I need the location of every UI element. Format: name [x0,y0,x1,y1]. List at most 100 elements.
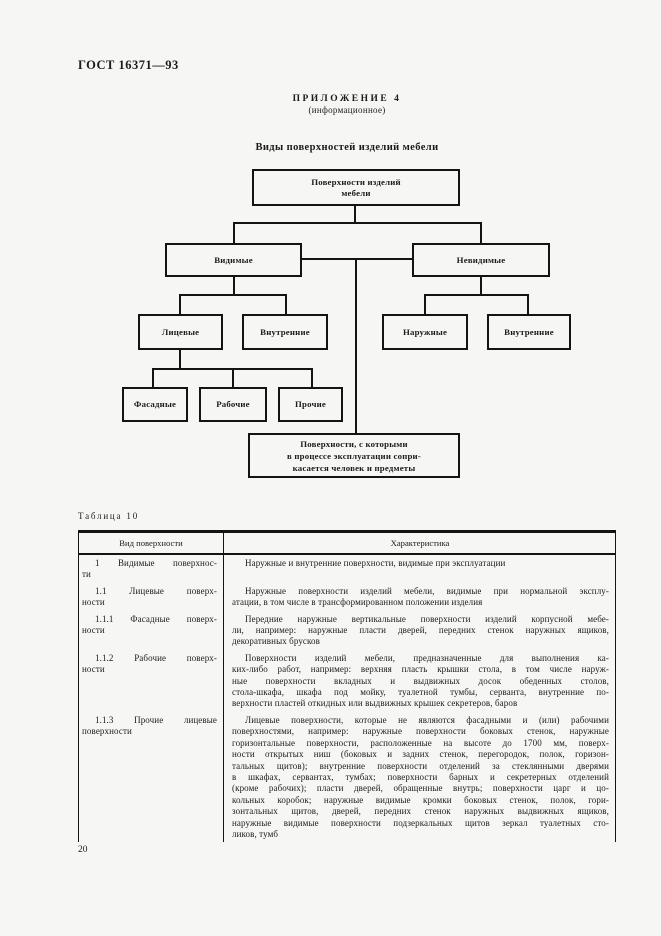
text-line: 1.1 Лицевые поверх- [95,585,217,596]
text-line: верхности пластей откидных или выдвижных… [232,698,518,709]
diagram-box-outer-invisible: Наружные [382,314,468,350]
text-line: 1.1.2 Рабочие поверх- [95,652,217,663]
table-column-divider [223,530,225,842]
connector-line [311,368,313,387]
connector-line [301,258,413,260]
connector-line [527,294,529,314]
text-line: поверхности [82,726,132,737]
text-line: ли, например: наружные пласти дверей, пе… [232,625,609,636]
table-row: 1.1.1 Фасадные поверх-ности Передние нару… [78,614,616,648]
table-label: Таблица 10 [78,511,139,521]
surface-type-cell: 1.1.2 Рабочие поверх-ности [78,653,223,710]
connector-line [354,206,356,224]
connector-line [179,349,181,369]
annex-heading: ПРИЛОЖЕНИЕ 4 (информационное) [40,94,654,115]
table-row: 1.1 Лицевые поверх-ности Наружные поверхн… [78,586,616,609]
text-line: декоративных брусков [232,636,320,647]
diagram-box-face: Лицевые [138,314,223,350]
text-line: Поверхности изделий мебели, предназначен… [245,652,609,663]
characteristic-cell: Лицевые поверхности, которые не являются… [223,715,616,840]
text-line: горизонтальные поверхности, расположенны… [232,737,609,748]
annex-subtitle: (информационное) [308,105,386,115]
text-line: Наружные поверхности изделий мебели, вид… [245,585,609,596]
diagram-box-inner-invisible: Внутренние [487,314,571,350]
column-header-characteristic: Характеристика [390,537,450,548]
table-border-left [78,530,80,842]
text-line: кольных коробок; наружные видимые кромки… [232,794,609,805]
text-line: поверхностями, например: наружные поверх… [232,726,609,737]
diagram-box-visible: Видимые [165,243,302,277]
text-line: 1.1.1 Фасадные поверх- [95,613,217,624]
diagram-box-facade: Фасадные [122,387,188,422]
text-line: Передние наружные вертикальные поверхнос… [245,613,609,624]
text-line: ти [82,569,91,580]
diagram-box-contact: Поверхности, с которыми в процессе экспл… [248,433,460,478]
text-line: зонтальных щитов, дверей, передних стено… [232,806,609,817]
text-line: в шкафах, сервантах, тумбах; поверхности… [232,771,609,782]
diagram-title: Виды поверхностей изделий мебели [255,142,439,153]
text-line: Лицевые поверхности, которые не являются… [245,714,609,725]
standard-number: ГОСТ 16371—93 [78,58,179,72]
diagram-box-label: Поверхности изделий мебели [311,176,401,198]
connector-line [152,368,154,387]
surface-type-cell: 1 Видимые поверхнос-ти [78,558,223,581]
diagram-box-label: Поверхности, с которыми в процессе экспл… [287,438,421,473]
connector-line [179,294,287,296]
diagram-box-root: Поверхности изделий мебели [252,169,460,206]
connector-line [424,294,529,296]
text-line: Наружные и внутренние поверхности, видим… [245,558,506,568]
text-line: ные поверхности вкладных и выдвижных дос… [232,675,609,686]
connector-line [233,222,482,224]
diagram-box-other: Прочие [278,387,343,422]
table-border-right [614,530,616,842]
connector-line [233,276,235,295]
column-header-surface-type: Вид поверхности [119,537,183,548]
characteristic-cell: Наружные и внутренние поверхности, видим… [223,558,616,581]
text-line: ности [82,597,105,608]
text-line: атации, в том числе в трансформированном… [232,597,483,608]
text-line: ких-либо работ, например: верхняя пласть… [232,664,609,675]
text-line: ликов, тумб [232,828,279,839]
diagram-box-label: Невидимые [456,254,506,265]
table-row: 1 Видимые поверхнос-ти Наружные и внутрен… [78,558,616,581]
diagram-box-working: Рабочие [199,387,267,422]
table-header: Вид поверхности Характеристика [78,533,616,553]
text-line: стола-шкафа, шкафа под мойку, туалетной … [232,687,609,698]
surface-types-table: Вид поверхности Характеристика 1 Видимые… [78,530,616,842]
page-number: 20 [78,845,88,855]
diagram-box-label: Наружные [402,326,448,337]
annex-title: ПРИЛОЖЕНИЕ 4 [292,94,402,104]
text-line: 1.1.3 Прочие лицевые [95,714,217,725]
text-line: наружные видимые поверхности подзеркальн… [232,817,609,828]
diagram-box-label: Рабочие [216,399,250,409]
connector-line [480,222,482,243]
characteristic-cell: Поверхности изделий мебели, предназначен… [223,653,616,710]
text-line: ности открытых ниш (боковых и задних сте… [232,749,609,760]
surface-type-cell: 1.1.1 Фасадные поверх-ности [78,614,223,648]
characteristic-cell: Наружные поверхности изделий мебели, вид… [223,586,616,609]
connector-line [424,294,426,314]
text-line: ности [82,625,105,636]
diagram-box-label: Фасадные [133,399,177,409]
surface-type-cell: 1.1 Лицевые поверх-ности [78,586,223,609]
table-border-top [78,530,616,533]
diagram-box-invisible: Невидимые [412,243,550,277]
table-body: 1 Видимые поверхнос-ти Наружные и внутрен… [78,558,616,845]
diagram-box-label: Видимые [214,254,253,265]
connector-line [355,258,357,433]
connector-line [232,368,234,387]
diagram-box-label: Внутренние [260,326,310,337]
connector-line [233,222,235,243]
diagram-box-label: Прочие [294,399,327,409]
connector-line [480,276,482,295]
table-row: 1.1.2 Рабочие поверх-ности Поверхности из… [78,653,616,710]
diagram-box-inner-visible: Внутренние [242,314,328,350]
diagram-box-label: Внутренние [504,326,554,337]
table-header-separator [78,553,616,555]
connector-line [179,294,181,314]
text-line: тальных щитов); внутренние поверхности о… [232,760,609,771]
text-line: (кроме рабочих); пласти дверей, обращенн… [232,783,609,794]
